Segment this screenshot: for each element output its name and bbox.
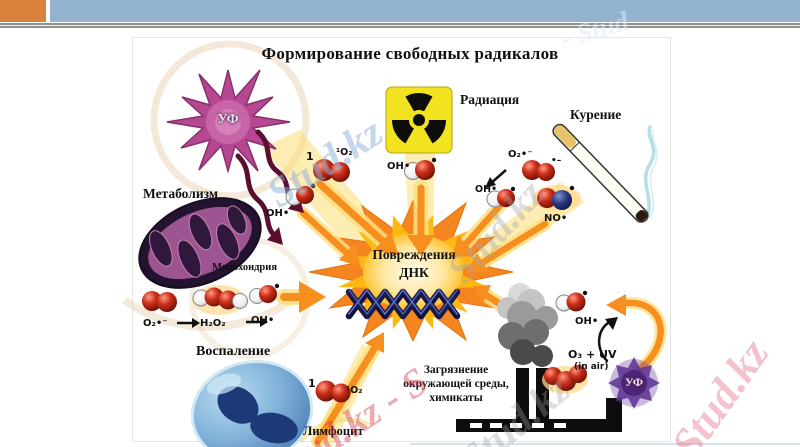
- uv-blob-label: УФ: [624, 375, 644, 389]
- diagram-title: Формирование свободных радикалов: [261, 44, 559, 63]
- cigarette-smoke-icon: [644, 125, 658, 222]
- singlet-o2-lymph-label: ¹O₂: [346, 385, 363, 396]
- hydroxyl-chain-label: OH•: [251, 315, 275, 326]
- arrow-from-radiation: [407, 180, 435, 256]
- factory-icon: [456, 283, 622, 432]
- radical-mark-right: •–: [551, 156, 562, 166]
- singlet-o2-top-label: ¹O₂: [336, 147, 353, 158]
- molecule-chain-superoxide: [142, 291, 177, 312]
- molecule-oh-radiation: [404, 157, 437, 180]
- molecule-no: [533, 185, 581, 211]
- uv-blob-icon: [608, 357, 660, 409]
- hydroxyl-radiation-label: OH•: [387, 161, 411, 172]
- arrow-from-chain: [276, 281, 326, 313]
- peroxide-label: H₂O₂: [200, 318, 226, 329]
- molecule-chain-oh: [249, 283, 280, 304]
- lymphocyte-icon: [190, 360, 314, 447]
- arrow-chain-2: [246, 317, 268, 327]
- arrow-from-uv: [312, 176, 399, 256]
- molecule-oh-factory: [555, 290, 588, 312]
- pollution-line-1: Загрязнение: [423, 364, 489, 376]
- molecule-peroxide: [192, 285, 248, 315]
- singlet-prefix-top: 1: [306, 150, 314, 163]
- radical-mark-chain: •–: [170, 283, 181, 293]
- molecules: [142, 157, 588, 403]
- pollution-line-2: окружающей среды,: [403, 377, 509, 390]
- arrow-from-oh-right: [452, 194, 511, 259]
- radiation-label: Радиация: [460, 92, 520, 107]
- ozone-cycle-arrows: [598, 294, 667, 381]
- molecule-oh-midright: [486, 186, 516, 208]
- mitochondria-label: Митохондрия: [212, 262, 277, 273]
- arrow-from-no: [466, 217, 552, 273]
- mitochondria-icon: [138, 197, 262, 289]
- nitric-oxide-label: NO•: [544, 213, 568, 224]
- molecule-singlet-o2-lymph: [315, 380, 351, 403]
- accent-square: [0, 0, 46, 22]
- radiation-icon: [385, 86, 453, 154]
- dna-damage-line-1: Повреждения: [372, 247, 456, 262]
- inflammation-label: Воспаление: [196, 344, 271, 359]
- metabolism-label: Метаболизм: [143, 186, 219, 201]
- dna-helix-icon: [345, 288, 461, 320]
- cigarette-icon: [552, 123, 649, 223]
- molecule-ozone: [542, 365, 588, 394]
- bottom-accent-line: [410, 443, 800, 445]
- uv-starburst-icon: [166, 69, 291, 174]
- banner-bar: [50, 0, 800, 22]
- lymphocyte-label: Лимфоцит: [303, 424, 364, 438]
- ozone-reaction-label: O₃ + UV: [568, 348, 617, 361]
- molecule-superoxide-right: [522, 160, 555, 181]
- superoxide-chain-label: O₂•⁻: [143, 318, 168, 329]
- divider-rule: [0, 23, 800, 28]
- arrow-chain-1: [177, 318, 200, 328]
- molecule-singlet-o2-top: [313, 159, 350, 182]
- molecule-oh-left: [285, 183, 316, 206]
- hydroxyl-factory-label: OH•: [575, 316, 599, 327]
- singlet-prefix-lymph: 1: [308, 377, 316, 390]
- pollution-label: Загрязнение окружающей среды, химикаты: [388, 364, 524, 405]
- superoxide-right-label: O₂•⁻: [508, 149, 533, 160]
- uv-label: УФ: [217, 112, 239, 127]
- in-air-label: (in air): [574, 362, 609, 372]
- pollution-line-3: химикаты: [429, 391, 483, 404]
- hydroxyl-midright-label: OH•: [475, 184, 498, 195]
- dna-damage-line-2: ДНК: [399, 265, 429, 280]
- smoking-label: Курение: [570, 107, 622, 122]
- hydroxyl-left-label: OH•: [266, 208, 290, 219]
- arrow-superoxide-to-oh: [485, 169, 507, 188]
- arrow-from-oh-left: [296, 206, 361, 267]
